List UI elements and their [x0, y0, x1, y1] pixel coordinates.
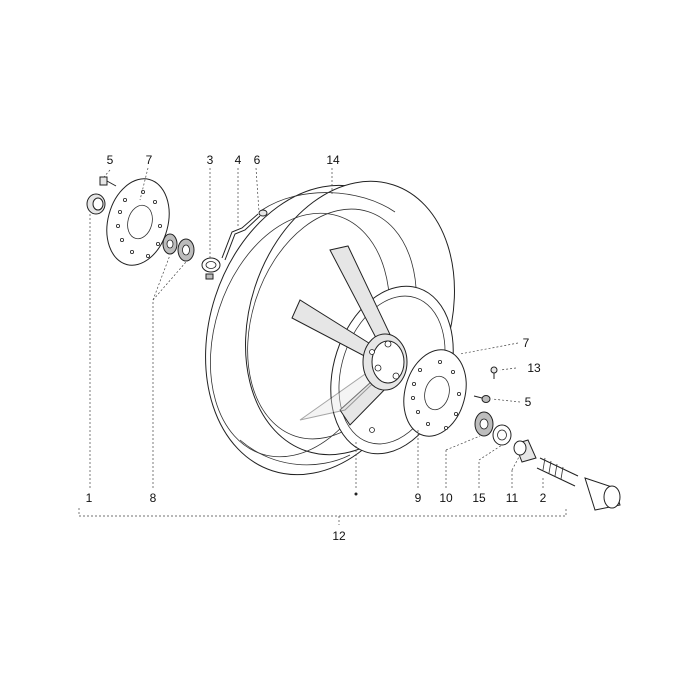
left-brake-disc — [106, 178, 170, 266]
speedometer-cable — [221, 209, 268, 261]
callout-15: 15 — [472, 491, 486, 505]
callout-10: 10 — [439, 491, 453, 505]
callout-8: 8 — [150, 491, 157, 505]
callout-12: 12 — [332, 529, 346, 543]
axle-spindle — [536, 457, 621, 511]
callout-11: 11 — [506, 491, 519, 505]
callout-6: 6 — [254, 153, 261, 167]
spacer-ring — [492, 424, 512, 446]
right-bearing — [474, 411, 494, 437]
bushing — [513, 439, 537, 463]
callout-7-right: 7 — [523, 336, 530, 350]
screw-13 — [490, 366, 498, 379]
left-bearings — [162, 233, 195, 262]
callout-5-right: 5 — [525, 395, 532, 409]
speedometer-drive — [201, 257, 221, 280]
callout-labels: 5 7 3 4 6 14 7 13 5 1 8 9 10 15 11 2 12 — [86, 153, 547, 543]
callout-2: 2 — [540, 491, 547, 505]
callout-13: 13 — [527, 361, 541, 375]
callout-7-left: 7 — [146, 153, 153, 167]
callout-1: 1 — [86, 491, 93, 505]
callout-9: 9 — [415, 491, 422, 505]
callout-5-left: 5 — [107, 153, 114, 167]
left-axle-nut — [86, 193, 106, 215]
callout-14: 14 — [326, 153, 340, 167]
left-disc-bolt — [99, 176, 117, 187]
leader-lines — [78, 167, 567, 525]
callout-4: 4 — [235, 153, 242, 167]
callout-3: 3 — [207, 153, 214, 167]
right-disc-bolt — [473, 395, 491, 403]
right-brake-disc — [403, 349, 467, 437]
